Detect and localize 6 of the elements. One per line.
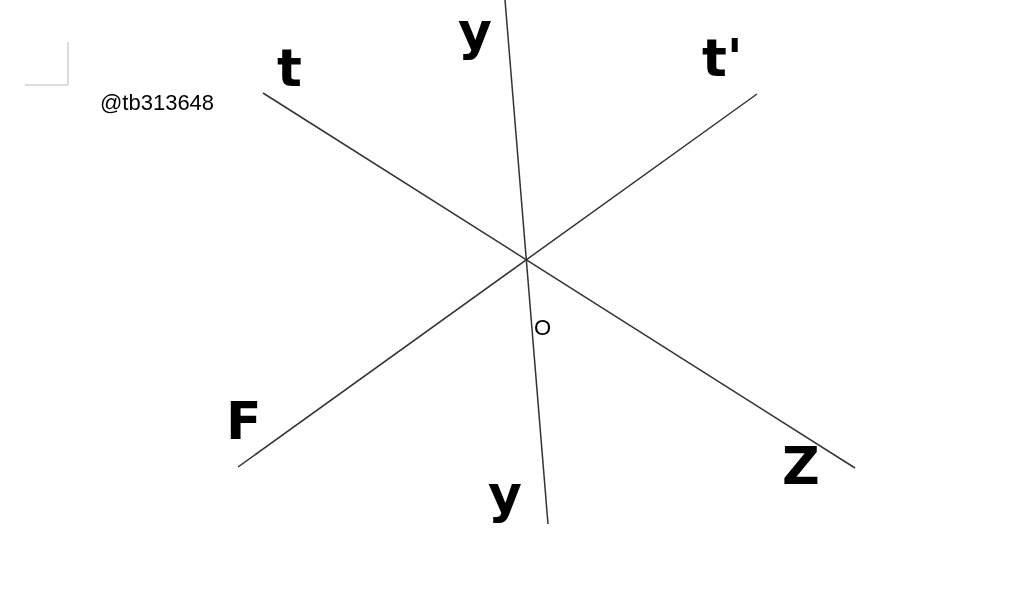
line-label: Z [782,440,820,492]
line-label: F [226,395,262,447]
line-label: t' [702,32,743,84]
username-text: @tb313648 [100,92,215,114]
point-label: O [534,317,552,339]
line-label: t [277,42,302,94]
